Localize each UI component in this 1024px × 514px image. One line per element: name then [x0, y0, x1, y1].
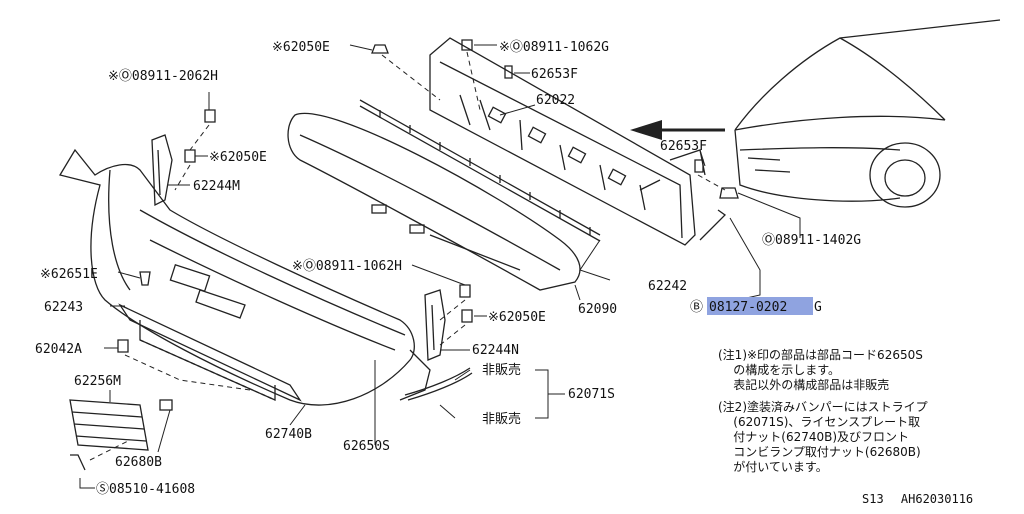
- label-62071S: 62071S: [568, 387, 615, 402]
- label-08510-41608: Ⓢ08510-41608: [96, 482, 195, 497]
- bumper-cover-62650S: [58, 148, 431, 406]
- license-bracket-62740B: [118, 303, 302, 402]
- combination-lamp-62256M: [69, 399, 149, 451]
- label-08911-2062H: ※Ⓞ08911-2062H: [108, 69, 218, 84]
- car-front-illustration: [734, 19, 1001, 208]
- label-62090: 62090: [578, 302, 617, 317]
- label-62653F-right: 62653F: [660, 139, 707, 154]
- label-62042A: 62042A: [35, 342, 82, 357]
- diagram-code: S13 AH62030116: [862, 492, 974, 506]
- label-62653F-top: 62653F: [531, 67, 578, 82]
- label-62256M: 62256M: [74, 374, 121, 389]
- label-62650S: 62650S: [343, 439, 390, 454]
- stripe-62071S: [404, 367, 473, 401]
- label-62680B: 62680B: [115, 455, 162, 470]
- label-08911-1402G: Ⓞ08911-1402G: [762, 233, 861, 248]
- label-62022: 62022: [536, 93, 575, 108]
- label-not-sold-2: 非販売: [482, 411, 521, 427]
- label-08127-prefix: Ⓑ: [690, 300, 703, 315]
- label-62242: 62242: [648, 279, 687, 294]
- label-62050E-left: ※62050E: [209, 150, 267, 165]
- label-62050E-mid: ※62050E: [488, 310, 546, 325]
- side-bracket-62244N: [424, 289, 446, 361]
- dashed-guides: [89, 51, 726, 461]
- part-labels: ※62050E ※Ⓞ08911-1062G 62653F 62022 ※Ⓞ089…: [35, 40, 861, 497]
- highlight-08127-0202: [707, 297, 813, 315]
- label-62740B: 62740B: [265, 427, 312, 442]
- direction-arrow: [630, 120, 725, 140]
- label-08911-1062H: ※Ⓞ08911-1062H: [292, 259, 402, 274]
- nut-62680B: [159, 399, 173, 411]
- label-62050E-top: ※62050E: [272, 40, 330, 55]
- leader-lines: [79, 44, 801, 489]
- label-08127-0202: 08127-0202: [709, 300, 787, 315]
- label-62244M: 62244M: [193, 179, 240, 194]
- label-62244N: 62244N: [472, 343, 519, 358]
- label-62651E: ※62651E: [40, 267, 98, 282]
- label-not-sold-1: 非販売: [482, 362, 521, 378]
- label-08127-suffix: G: [814, 300, 822, 315]
- note-2: (注2)塗装済みバンパーにはストライプ (62071S)、ライセンスプレート取 …: [718, 400, 928, 474]
- label-62243: 62243: [44, 300, 83, 315]
- bracket-strip-62242: [359, 99, 601, 242]
- bumper-reinforcement-62022: [429, 37, 706, 246]
- label-08911-1062G: ※Ⓞ08911-1062G: [499, 40, 609, 55]
- energy-absorber-62090: [287, 112, 581, 291]
- side-bracket-62244M: [151, 134, 173, 207]
- fasteners: [70, 39, 739, 471]
- note-1: (注1)※印の部品は部品コード62650S の構成を示します。 表記以外の構成部…: [718, 348, 923, 392]
